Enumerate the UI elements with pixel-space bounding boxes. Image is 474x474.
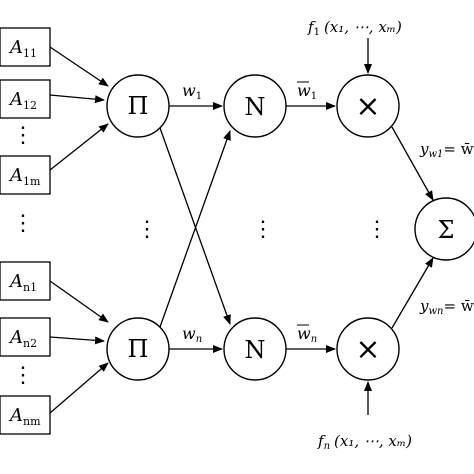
arrow-pi1-nn <box>159 127 231 325</box>
arrow-a1m-pi1 <box>49 123 109 171</box>
product-node-1-symbol: Π <box>128 92 149 120</box>
input-box-a12 <box>0 79 51 119</box>
input-box-anm <box>0 395 51 435</box>
arrow-an2-pi2 <box>49 336 105 345</box>
ellipsis-between-groups: ⋮ <box>12 211 34 236</box>
input-label-a12: A12 <box>8 89 37 112</box>
input-label-anm: Anm <box>8 405 41 428</box>
sum-node <box>414 197 474 261</box>
function-label-f1: f1(x₁, ⋯, xₘ) <box>307 18 402 38</box>
arrow-pin-n1 <box>159 130 231 328</box>
ellipsis-times-column: ⋮ <box>366 217 388 242</box>
ellipsis-n-column: ⋮ <box>252 217 274 242</box>
weight-label-w1: w1 <box>182 81 202 102</box>
weight-label-wbar1: w1 <box>297 81 317 102</box>
arrow-timesn-sum <box>391 257 434 329</box>
input-label-an1: An1 <box>8 271 37 294</box>
multiply-node-1-symbol: × <box>355 89 380 124</box>
sum-node-symbol: Σ <box>438 216 455 244</box>
input-box-a1m <box>0 155 51 195</box>
weight-label-wn: wn <box>182 324 202 345</box>
output-label-yn: ywn= w̄ <box>419 297 474 317</box>
function-label-fn: fn(x₁, ⋯, xₘ) <box>317 432 412 452</box>
input-label-a1m: A1m <box>8 165 41 188</box>
input-arrows <box>49 46 109 414</box>
layer-arrows <box>159 38 434 415</box>
input-label-a11: A11 <box>8 37 37 60</box>
arrow-an1-pi2 <box>49 280 109 323</box>
weight-label-wbarn: wn <box>297 324 317 345</box>
input-label-an2: An2 <box>8 327 37 350</box>
multiply-node-n <box>336 317 400 381</box>
product-node-n-symbol: Π <box>128 335 149 363</box>
ellipsis-top-inputs: ⋮ <box>12 123 34 148</box>
multiply-node-1 <box>336 74 400 138</box>
arrow-times1-sum <box>391 126 434 201</box>
normalize-node-n-symbol: N <box>245 336 266 364</box>
ellipsis-pi-column: ⋮ <box>136 217 158 242</box>
ellipsis-bottom-inputs: ⋮ <box>12 363 34 388</box>
output-label-y1: yw1= w̄ <box>419 140 474 160</box>
arrow-anm-pi2 <box>49 362 109 414</box>
normalize-node-1-symbol: N <box>245 93 266 121</box>
multiply-node-n-symbol: × <box>355 332 380 367</box>
arrow-a11-pi1 <box>49 46 109 87</box>
arrow-a12-pi1 <box>49 94 105 104</box>
